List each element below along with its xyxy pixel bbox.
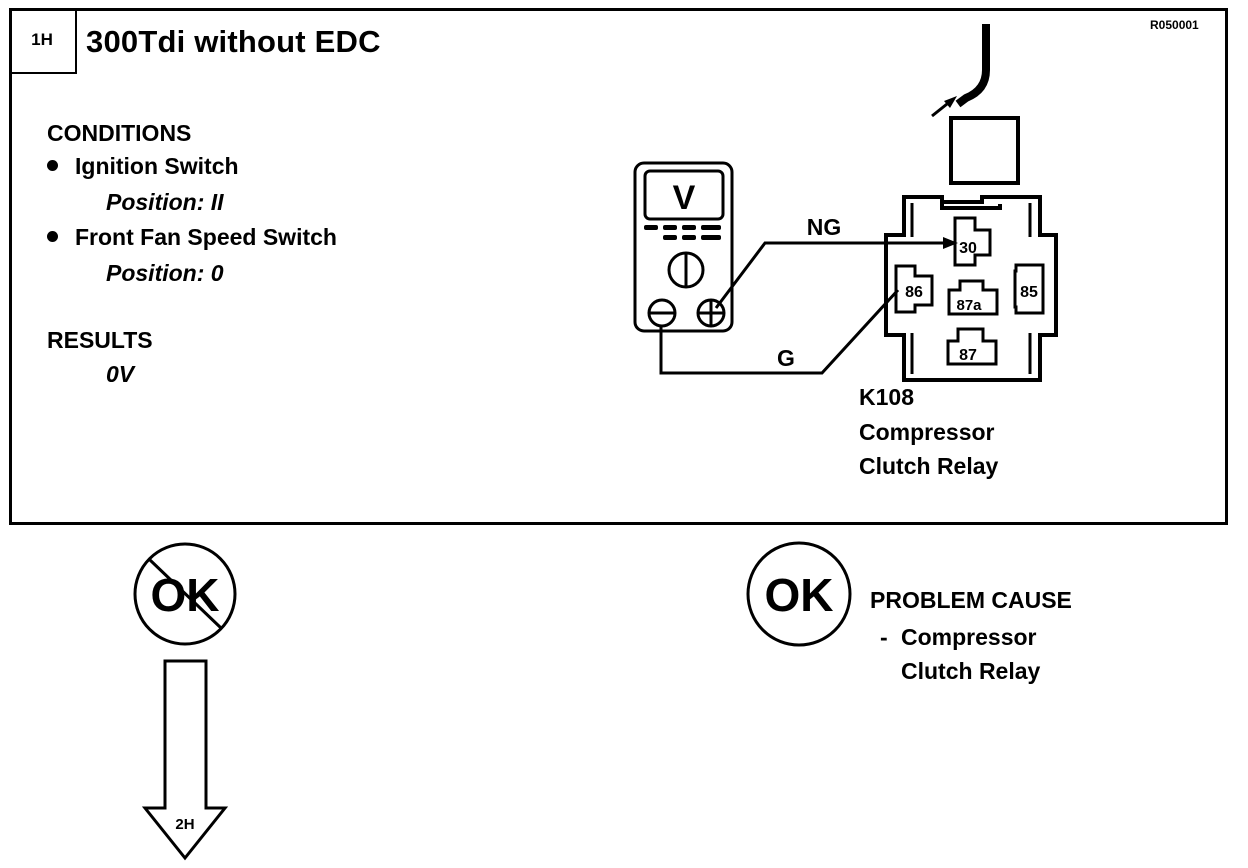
next-step-arrow[interactable]: 2H: [141, 659, 229, 861]
pin-87a-label: 87a: [956, 297, 982, 314]
relay-name-line1: Compressor: [859, 419, 995, 445]
reference-code: R050001: [1150, 18, 1199, 32]
condition-detail: Position: 0: [106, 260, 224, 286]
pin-87a-outline: [947, 279, 999, 316]
pin-86-outline: [894, 264, 934, 314]
pin-87-outline: [946, 327, 998, 366]
pin-30-outline: [953, 216, 992, 267]
pin-86-label: 86: [905, 284, 923, 301]
down-arrow-icon: [141, 659, 229, 861]
probe-arrow-icon: [944, 96, 957, 108]
bullet-icon: [47, 231, 58, 243]
meter-mode-symbol: V: [673, 179, 696, 217]
condition-item-fan-switch: Front Fan Speed Switch: [47, 224, 337, 251]
condition-label: Front Fan Speed Switch: [75, 224, 337, 250]
cause-bullet: -: [880, 624, 888, 650]
cause-line1: Compressor: [901, 624, 1037, 650]
not-ok-outcome[interactable]: OK: [133, 542, 237, 646]
multimeter: V: [633, 161, 734, 333]
positive-terminal-icon: [696, 298, 726, 328]
pin-85-label: 85: [1020, 284, 1038, 301]
pin-85-outline: [1013, 263, 1045, 315]
problem-cause-heading: PROBLEM CAUSE: [870, 587, 1072, 613]
page-title: 300Tdi without EDC: [86, 24, 381, 59]
test-step-panel: [9, 8, 1228, 525]
results-value: 0V: [106, 361, 135, 387]
relay-name-line2: Clutch Relay: [859, 453, 999, 479]
relay-socket: [884, 195, 1058, 382]
cause-line2: Clutch Relay: [901, 658, 1041, 684]
meter-buttons: [644, 225, 721, 240]
positive-lead-wire: [714, 241, 955, 309]
negative-terminal-icon: [647, 298, 677, 328]
pin-30-label: 30: [959, 240, 977, 257]
results-heading: RESULTS: [47, 327, 153, 353]
pin-87-label: 87: [959, 347, 977, 364]
ok-outcome[interactable]: OK: [746, 541, 852, 647]
relay-body: [949, 116, 1020, 185]
not-ok-circle-icon: [133, 542, 237, 646]
harness-wire: [955, 24, 990, 108]
bullet-icon: [47, 160, 58, 172]
ok-symbol: OK: [765, 569, 834, 621]
conditions-heading: CONDITIONS: [47, 120, 192, 146]
positive-lead-label: NG: [807, 214, 842, 240]
ok-circle-icon: [746, 541, 852, 647]
relay-id: K108: [859, 384, 914, 410]
meter-dial-icon: [667, 251, 705, 289]
condition-detail: Position: II: [106, 189, 224, 215]
negative-lead-label: G: [777, 345, 795, 371]
negative-lead-wire: [659, 288, 900, 375]
condition-label: Ignition Switch: [75, 153, 239, 179]
meter-display: [643, 169, 725, 221]
next-step-label: 2H: [175, 816, 194, 833]
relay-pins: [894, 216, 1045, 366]
wire-arrow-icon: [943, 237, 958, 249]
strike-through-icon: [148, 558, 223, 630]
step-id: 1H: [31, 30, 53, 49]
step-id-box: 1H: [9, 8, 77, 74]
condition-item-ignition: Ignition Switch: [47, 153, 239, 180]
